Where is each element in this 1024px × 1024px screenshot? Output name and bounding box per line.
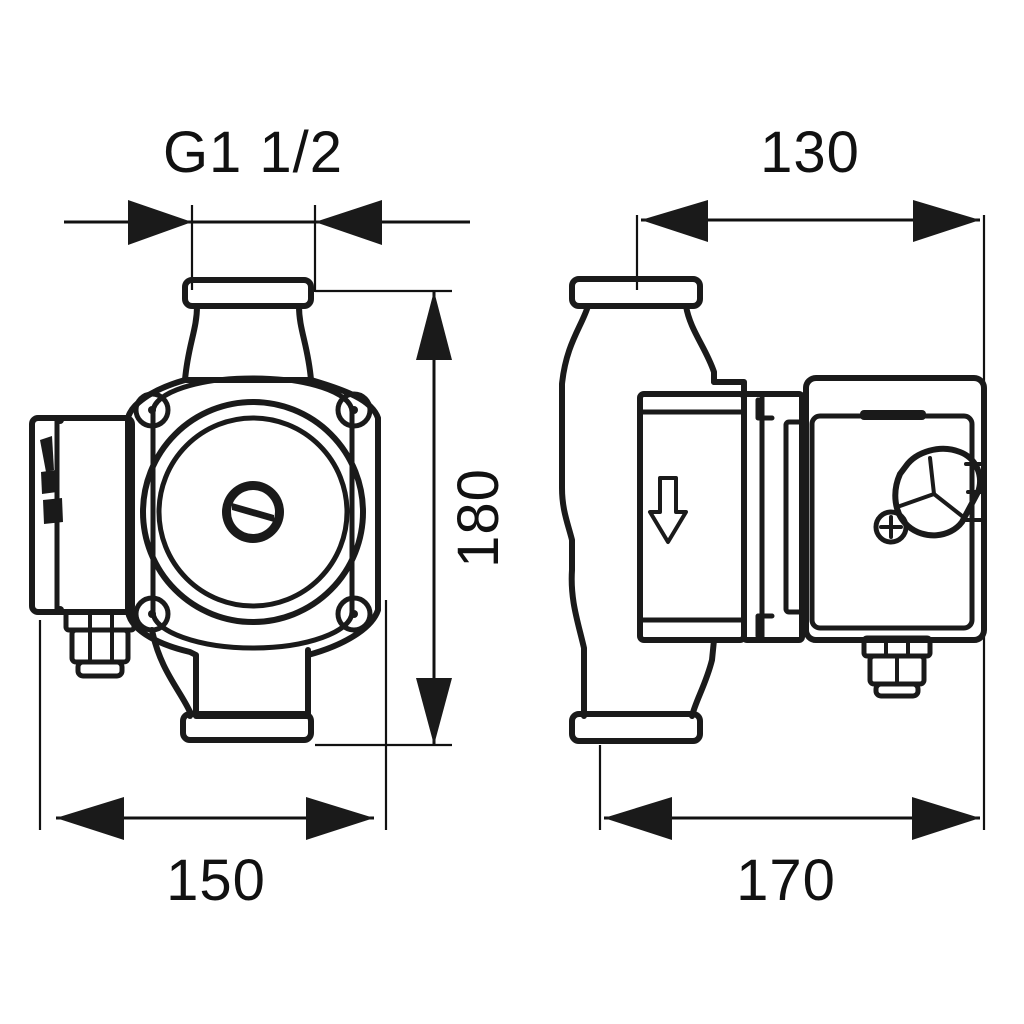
thread-arrow-right <box>315 200 382 245</box>
screw-boss-top-left-center <box>148 406 156 414</box>
motor-housing-inner-circle <box>156 415 350 609</box>
flow-arrow-shape <box>648 476 688 544</box>
depth-dimension-label: 130 <box>760 120 860 185</box>
screw-boss-bottom-right-center <box>350 610 358 618</box>
screw-boss-top-left <box>133 391 171 429</box>
selector-screw-head <box>873 509 909 545</box>
depth-arrow-left <box>641 200 708 242</box>
width-side-dimension-label: 170 <box>736 848 836 913</box>
thread-arrow-left <box>128 200 192 245</box>
height-arrow-bottom <box>416 678 452 745</box>
terminal-box-clip-mid <box>41 470 57 494</box>
selector-knob-vane-b <box>932 492 964 518</box>
terminal-box-clip-lower <box>43 498 63 524</box>
outlet-neck-left <box>149 627 193 715</box>
width-side-arrow-left <box>604 797 672 840</box>
screw-boss-top-right <box>335 391 373 429</box>
width-side-dimension-group: 170 <box>604 797 980 913</box>
side-body-right-upper <box>683 303 717 385</box>
terminal-box-pin-bottom <box>56 606 64 614</box>
front-view-group: 180 150 G1 1/2 <box>29 120 511 913</box>
width-front-dimension-label: 150 <box>166 848 266 913</box>
inlet-neck-left <box>182 303 200 383</box>
motor-housing-outer-circle <box>140 399 366 625</box>
terminal-box-pin-top <box>56 416 64 424</box>
depth-arrow-right <box>913 200 980 242</box>
motor-barrel-body <box>741 391 805 643</box>
speed-selector-knob <box>873 445 986 545</box>
cable-gland-tip <box>75 659 125 679</box>
bottom-union-nut <box>180 711 314 743</box>
side-cable-gland <box>861 635 933 699</box>
motor-barrel-notch-top <box>755 397 775 421</box>
vent-screw-slot <box>232 503 274 522</box>
height-dimension-group: 180 <box>416 291 511 745</box>
terminal-box-clip-upper <box>40 436 54 472</box>
screw-boss-top-right-center <box>350 406 358 414</box>
inlet-neck-right <box>296 303 314 383</box>
height-arrow-top <box>416 291 452 360</box>
height-dimension-label: 180 <box>446 468 511 568</box>
screw-boss-bottom-right <box>335 595 373 633</box>
width-front-arrow-right <box>306 797 374 840</box>
side-terminal-box-latch <box>860 410 926 420</box>
width-side-arrow-right <box>912 797 980 840</box>
side-view-group: 130 <box>559 120 987 913</box>
top-nut-body <box>182 277 314 309</box>
motor-barrel-top-step <box>711 379 747 397</box>
side-motor-barrel <box>711 379 809 643</box>
side-body-right-lower <box>689 637 717 719</box>
front-view-extension-lines <box>38 205 452 830</box>
side-top-union-nut <box>569 276 703 309</box>
screw-boss-bottom-left-center <box>148 610 156 618</box>
motor-barrel-notch-bottom <box>755 613 775 639</box>
width-front-dimension-group: 150 <box>56 797 374 913</box>
front-cable-gland <box>63 609 137 679</box>
flow-direction-arrow <box>648 476 688 544</box>
side-gland-tip <box>873 681 921 699</box>
front-top-union-nut <box>182 277 314 309</box>
side-bottom-union-nut <box>569 711 703 744</box>
depth-dimension-group: 130 <box>641 120 980 242</box>
width-front-arrow-left <box>56 797 124 840</box>
side-body-left-profile <box>559 303 591 719</box>
thread-dimension-label: G1 1/2 <box>163 120 343 185</box>
thread-dimension-group <box>64 200 470 245</box>
